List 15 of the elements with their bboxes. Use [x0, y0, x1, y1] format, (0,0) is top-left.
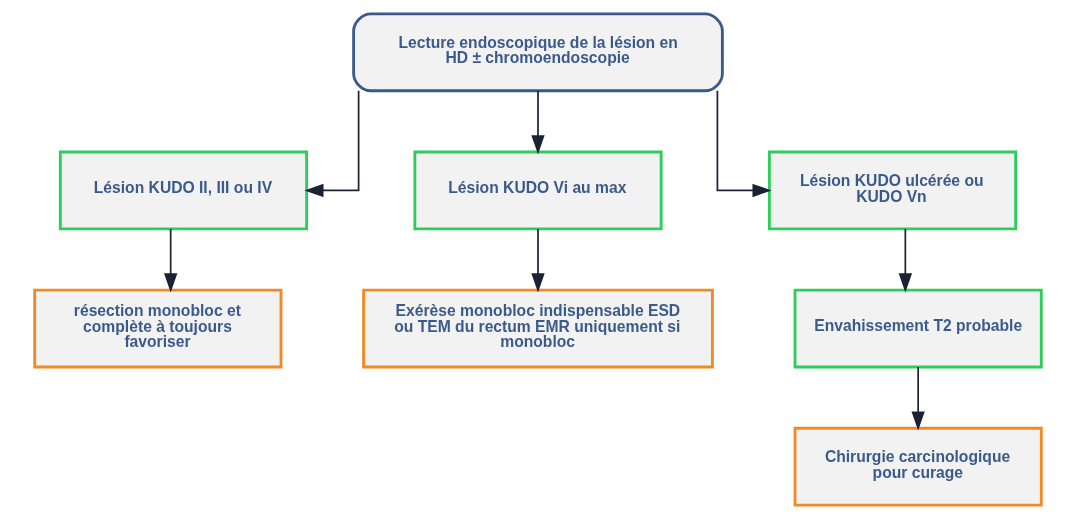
- node-box: Lésion KUDO Vi au max: [412, 150, 663, 231]
- arrow: [303, 89, 359, 198]
- arrow: [910, 366, 925, 431]
- arrow: [898, 228, 912, 293]
- node-box: Lecture endoscopique de la lésion en HD ± chromoendoscopie: [351, 12, 724, 93]
- arrow: [163, 228, 177, 293]
- arrow: [530, 228, 545, 293]
- arrow: [716, 89, 772, 198]
- node-box: résection monobloc et complète à toujours favoriser: [32, 288, 282, 369]
- node-box: Envahissement T2 probable: [793, 288, 1043, 369]
- node-box: Lésion KUDO II, III ou IV: [58, 150, 308, 231]
- arrow: [530, 89, 545, 155]
- node-box: Chirurgie carcinologique pour curage: [793, 426, 1043, 507]
- node-box: Lésion KUDO ulcérée ou KUDO Vn: [767, 150, 1017, 231]
- node-box: Exérèse monobloc indispensable ESD ou TEM du rectum EMR uniquement si monobloc: [361, 288, 714, 369]
